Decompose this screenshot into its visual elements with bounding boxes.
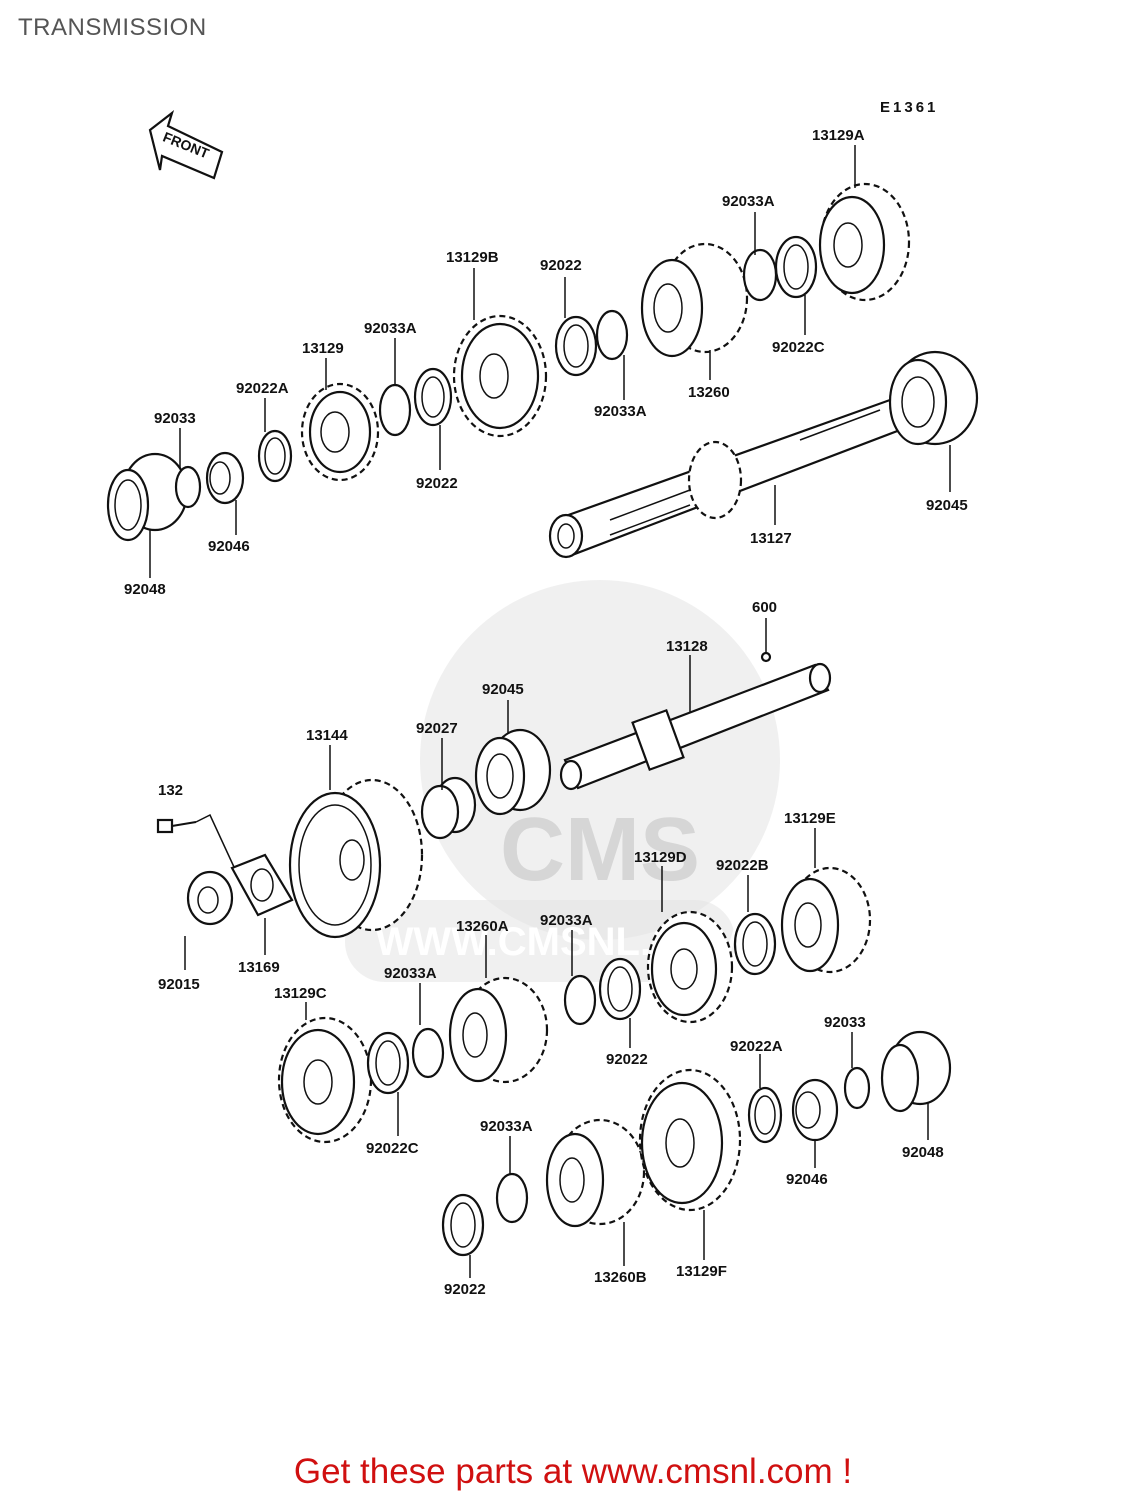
part-13129F-gear[interactable]: [638, 1068, 742, 1212]
label-600: 600: [752, 599, 777, 616]
part-13129E-gear[interactable]: [780, 866, 872, 974]
label-92033: 92033: [824, 1014, 866, 1031]
part-13169-lockplate[interactable]: [230, 853, 294, 917]
label-92022B: 92022B: [716, 857, 769, 874]
leader-lines: [149, 145, 951, 1278]
part-92022-washer-u1[interactable]: [413, 367, 453, 427]
label-92033A: 92033A: [384, 965, 437, 982]
label-92048: 92048: [124, 581, 166, 598]
label-13129F: 13129F: [676, 1263, 727, 1280]
part-13129-gear[interactable]: [300, 382, 380, 482]
label-92022C: 92022C: [366, 1140, 419, 1157]
part-92033-circlip-lower[interactable]: [843, 1066, 871, 1110]
part-92022A-washer-upper[interactable]: [257, 429, 293, 483]
part-labels: 13129A 92033A 92022C 13260 92022 92033A …: [124, 127, 968, 1298]
label-92015: 92015: [158, 976, 200, 993]
part-13144-sprocket[interactable]: [288, 778, 424, 939]
part-13129C-gear[interactable]: [277, 1016, 373, 1144]
label-92045: 92045: [926, 497, 968, 514]
part-600-point[interactable]: [760, 651, 772, 663]
label-13128: 13128: [666, 638, 708, 655]
part-13129B-gear[interactable]: [452, 314, 548, 438]
part-92022B-washer[interactable]: [733, 912, 777, 976]
label-92033A: 92033A: [480, 1118, 533, 1135]
part-92048-collar-upper[interactable]: [106, 452, 189, 542]
label-92048: 92048: [902, 1144, 944, 1161]
label-92022: 92022: [606, 1051, 648, 1068]
part-13127-shaft[interactable]: [548, 398, 902, 559]
label-13129B: 13129B: [446, 249, 499, 266]
part-13129A-gear[interactable]: [818, 182, 911, 302]
label-92022A: 92022A: [730, 1038, 783, 1055]
label-92046: 92046: [208, 538, 250, 555]
part-92033A-circlip-l1[interactable]: [411, 1027, 445, 1079]
label-13129D: 13129D: [634, 849, 687, 866]
footer-link[interactable]: Get these parts at www.cmsnl.com !: [293, 1452, 853, 1491]
label-13127: 13127: [750, 530, 792, 547]
label-92033: 92033: [154, 410, 196, 427]
part-92033A-circlip-u2[interactable]: [595, 309, 629, 361]
label-13169: 13169: [238, 959, 280, 976]
part-92015-nut[interactable]: [186, 870, 234, 926]
part-132-bolt[interactable]: [156, 813, 241, 881]
label-92022: 92022: [540, 257, 582, 274]
label-13129C: 13129C: [274, 985, 327, 1002]
label-13129E: 13129E: [784, 810, 836, 827]
label-132: 132: [158, 782, 183, 799]
part-92033A-circlip-u3[interactable]: [742, 248, 778, 302]
part-92033-circlip-upper[interactable]: [174, 465, 202, 509]
part-92045-bearing-upper[interactable]: [888, 350, 979, 446]
watermark-text: CMS: [500, 800, 700, 900]
label-92022: 92022: [416, 475, 458, 492]
part-13260A-gear[interactable]: [448, 976, 549, 1084]
part-92022-washer-u2[interactable]: [554, 315, 598, 377]
label-92046: 92046: [786, 1171, 828, 1188]
part-92045-bearing-lower[interactable]: [474, 728, 552, 816]
label-92033A: 92033A: [594, 403, 647, 420]
part-92022-washer-l1[interactable]: [598, 957, 642, 1021]
part-13128-shaft[interactable]: [559, 662, 832, 791]
label-13129: 13129: [302, 340, 344, 357]
label-13260A: 13260A: [456, 918, 509, 935]
label-13260B: 13260B: [594, 1269, 647, 1286]
part-92033A-circlip-u1[interactable]: [378, 383, 412, 437]
part-92022-washer-l2[interactable]: [441, 1193, 485, 1257]
label-92027: 92027: [416, 720, 458, 737]
label-92045: 92045: [482, 681, 524, 698]
diagram-code: E1361: [880, 99, 938, 116]
label-13144: 13144: [306, 727, 348, 744]
label-92022C: 92022C: [772, 339, 825, 356]
part-92046-bearing-upper[interactable]: [205, 451, 245, 505]
label-92033A: 92033A: [540, 912, 593, 929]
part-13129D-gear[interactable]: [646, 910, 734, 1024]
label-92022A: 92022A: [236, 380, 289, 397]
part-13260-gear[interactable]: [640, 242, 749, 358]
label-92022: 92022: [444, 1281, 486, 1298]
page-title: TRANSMISSION: [18, 14, 207, 41]
part-92022A-washer-l[interactable]: [747, 1086, 783, 1144]
part-92022C-washer-l[interactable]: [366, 1031, 410, 1095]
part-92033A-circlip-l3[interactable]: [495, 1172, 529, 1224]
part-92048-collar-lower[interactable]: [880, 1030, 952, 1113]
label-92033A: 92033A: [364, 320, 417, 337]
part-92027-bushing[interactable]: [420, 776, 477, 840]
part-13260B-gear[interactable]: [545, 1118, 646, 1228]
label-92033A: 92033A: [722, 193, 775, 210]
part-92046-bearing-lower[interactable]: [791, 1078, 839, 1142]
front-arrow: FRONT: [148, 110, 224, 180]
part-92022C-washer-u[interactable]: [774, 235, 818, 299]
label-13260: 13260: [688, 384, 730, 401]
label-13129A: 13129A: [812, 127, 865, 144]
part-92033A-circlip-l2[interactable]: [563, 974, 597, 1026]
